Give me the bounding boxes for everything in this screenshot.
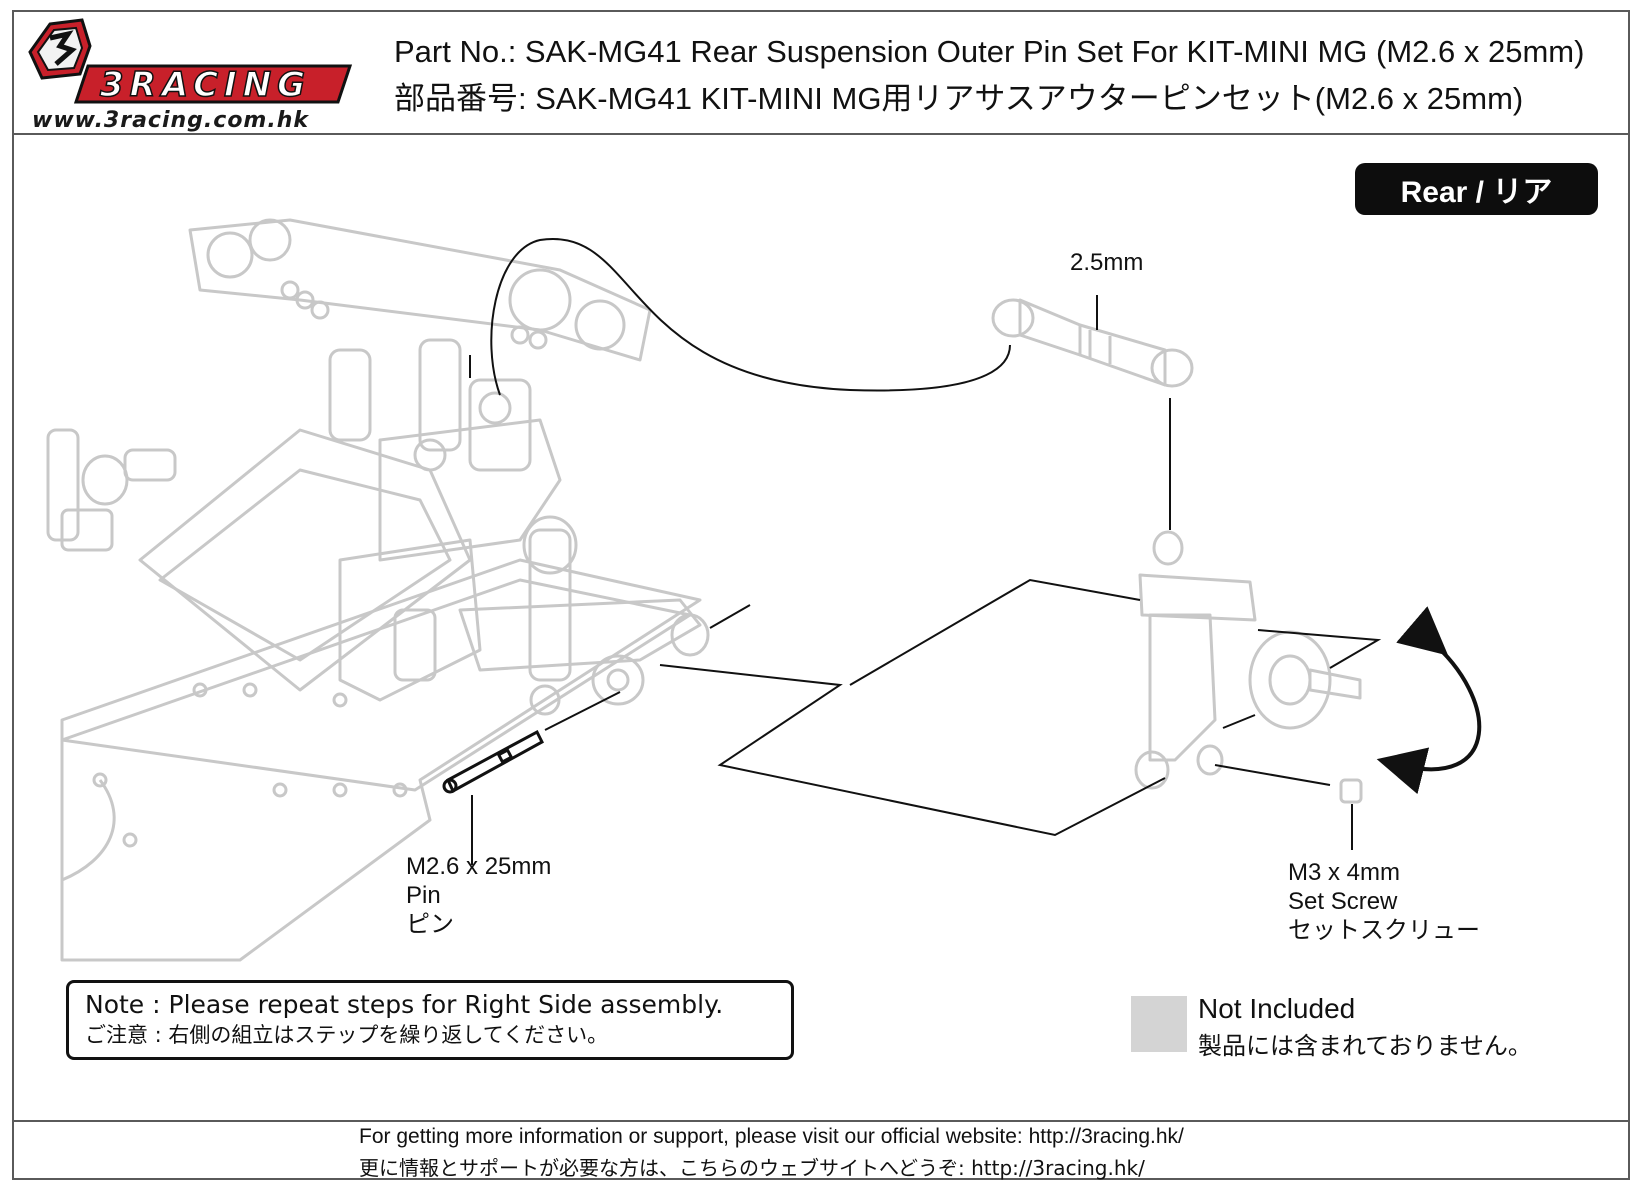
pin-part: [442, 729, 544, 794]
note-japanese: ご注意 : 右側の組立はステップを繰り返してください。: [85, 1023, 609, 1047]
brand-logo: 3RACING www.3racing.com.hk: [20, 16, 380, 133]
pin-name-en: Pin: [406, 882, 441, 909]
footer-japanese: 更に情報とサポートが必要な方は、こちらのウェブサイトへどうぞ: http://3…: [359, 1156, 1145, 1180]
chassis-illustration: [46, 218, 710, 962]
footer-english: For getting more information or support,…: [359, 1125, 1184, 1148]
instruction-sheet: 3RACING www.3racing.com.hk Part No.: SAK…: [12, 10, 1630, 1180]
footer: For getting more information or support,…: [14, 1120, 1628, 1180]
rear-upright: [1134, 530, 1363, 804]
title-japanese: 部品番号: SAK-MG41 KIT-MINI MG用リアサスアウターピンセット…: [394, 81, 1524, 116]
logo-wordmark: 3RACING: [100, 65, 311, 105]
legend-japanese: 製品には含まれておりません。: [1198, 1032, 1532, 1060]
pin-size: M2.6 x 25mm: [406, 853, 552, 880]
logo-url: www.3racing.com.hk: [32, 108, 310, 133]
screw-name-en: Set Screw: [1288, 888, 1398, 915]
not-included-swatch: [1131, 996, 1187, 1052]
note-box: Note : Please repeat steps for Right Sid…: [66, 980, 794, 1060]
title-english: Part No.: SAK-MG41 Rear Suspension Outer…: [394, 34, 1585, 69]
turnbuckle-size-label: 2.5mm: [1070, 249, 1144, 276]
assembly-guides: [469, 237, 1382, 865]
rotate-arrow-icon: [1376, 606, 1482, 795]
screw-name-jp: セットスクリュー: [1288, 917, 1480, 944]
set-screw-part: [1339, 778, 1363, 804]
pin-name-jp: ピン: [406, 911, 454, 938]
legend-english: Not Included: [1198, 993, 1356, 1024]
header: 3RACING www.3racing.com.hk Part No.: SAK…: [14, 12, 1628, 135]
turnbuckle-link: [991, 298, 1194, 388]
set-screw-callout: M3 x 4mm Set Screw セットスクリュー: [1288, 858, 1480, 945]
screw-size: M3 x 4mm: [1288, 859, 1401, 886]
note-english: Note : Please repeat steps for Right Sid…: [85, 990, 724, 1019]
pin-callout: M2.6 x 25mm Pin ピン: [406, 852, 551, 939]
rear-badge: Rear / リア: [1355, 163, 1598, 215]
logo-mark: 3RACING: [28, 18, 353, 106]
